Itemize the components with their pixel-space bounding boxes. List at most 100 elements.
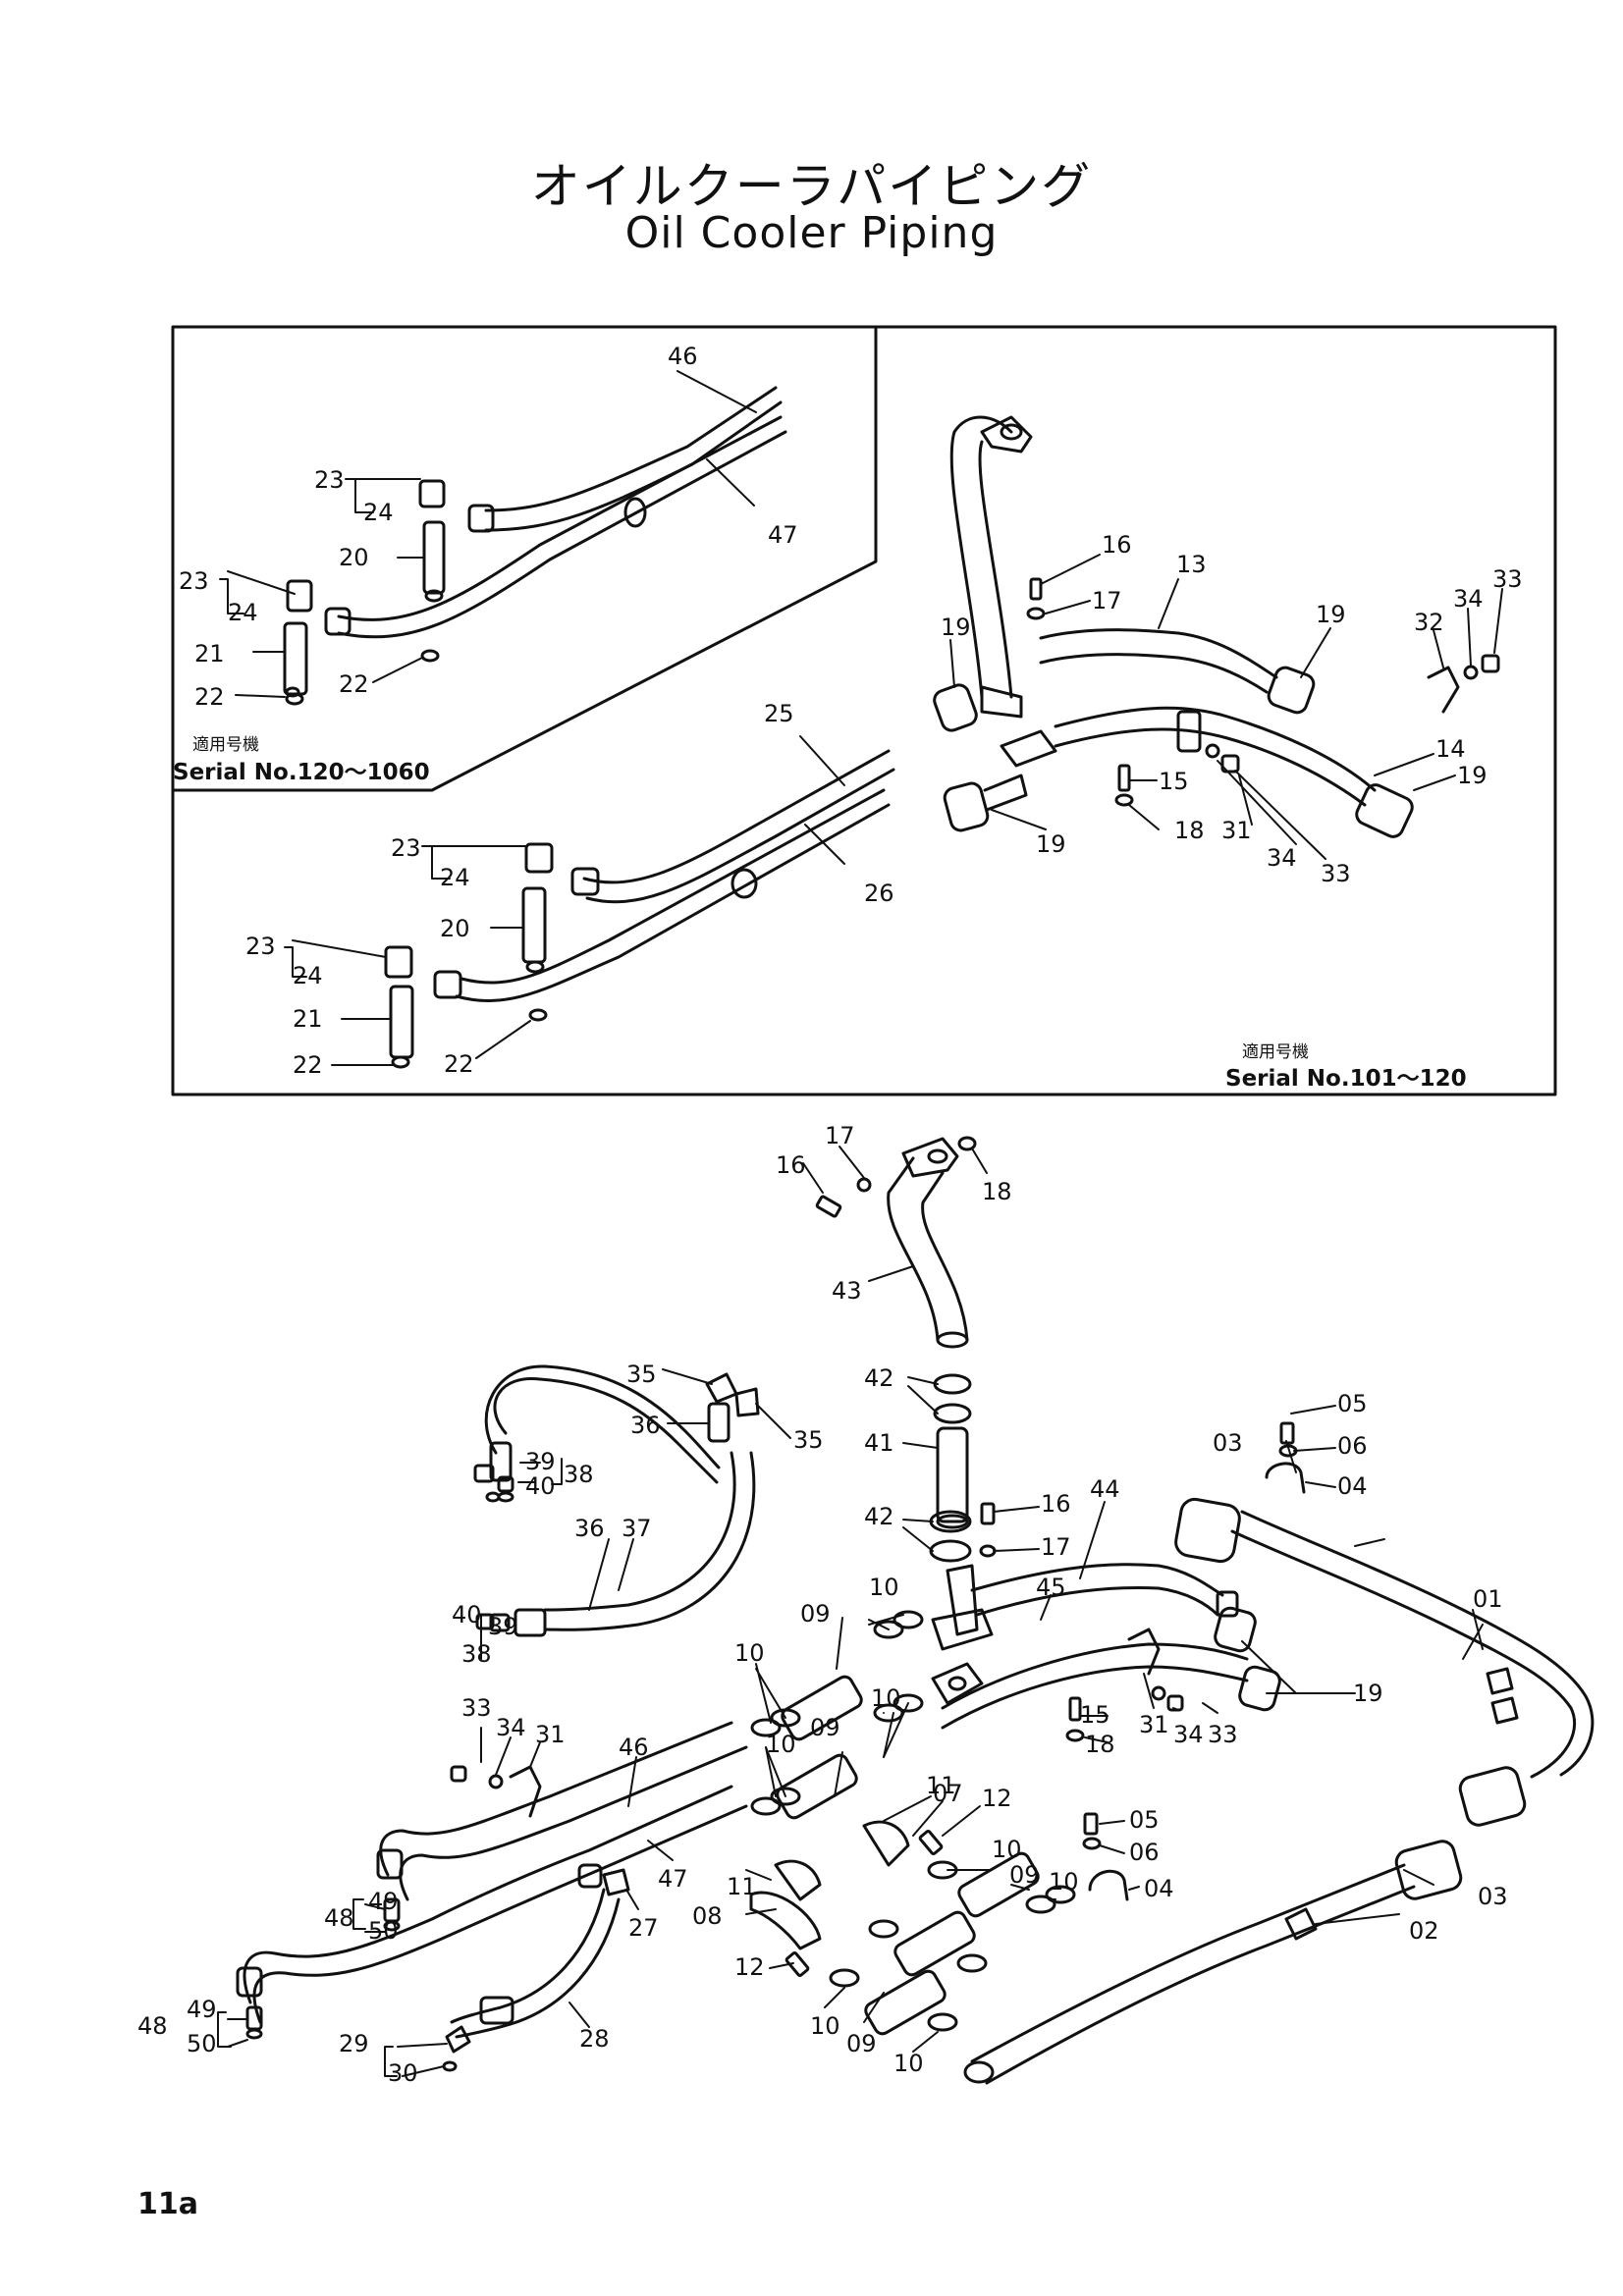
part-label-24: 24 [228, 599, 258, 626]
part-label-16: 16 [1102, 531, 1132, 559]
part-label-10: 10 [810, 2012, 840, 2040]
part-label-11: 11 [727, 1873, 757, 1900]
part-label-36: 36 [630, 1412, 661, 1439]
part-label-10: 10 [869, 1574, 899, 1601]
part-label-22: 22 [194, 683, 225, 711]
part-label-05: 05 [1129, 1806, 1160, 1834]
inset-upper-left-leaders [219, 370, 757, 698]
serial-range-upper: Serial No.120〜1060 [173, 760, 430, 785]
part-label-46: 46 [668, 343, 698, 370]
part-label-21: 21 [293, 1005, 323, 1033]
part-label-37: 37 [622, 1515, 652, 1542]
part-label-47: 47 [658, 1865, 688, 1893]
part-label-09: 09 [810, 1714, 840, 1741]
part-label-10: 10 [766, 1731, 796, 1758]
part-label-41: 41 [864, 1429, 894, 1457]
part-label-39: 39 [488, 1613, 518, 1640]
part-label-42: 42 [864, 1503, 894, 1530]
part-label-19: 19 [1036, 830, 1066, 858]
part-label-23: 23 [391, 834, 421, 862]
part-label-20: 20 [440, 915, 470, 942]
part-label-31: 31 [535, 1721, 566, 1748]
part-label-11: 11 [926, 1772, 956, 1799]
part-label-33: 33 [1208, 1721, 1238, 1748]
part-label-03: 03 [1213, 1429, 1243, 1457]
part-label-30: 30 [388, 2059, 418, 2087]
part-label-05: 05 [1337, 1390, 1368, 1417]
inset-lower-assembly [384, 415, 1500, 1069]
part-label-40: 40 [525, 1472, 556, 1500]
part-label-34: 34 [496, 1714, 526, 1741]
part-label-38: 38 [461, 1640, 492, 1668]
part-label-34: 34 [1267, 844, 1297, 872]
part-label-23: 23 [314, 466, 345, 494]
main-assembly [236, 1136, 1595, 2085]
part-label-18: 18 [1174, 817, 1205, 844]
part-label-18: 18 [982, 1178, 1012, 1205]
part-label-28: 28 [579, 2025, 610, 2053]
part-label-16: 16 [1041, 1490, 1071, 1518]
part-label-17: 17 [825, 1122, 855, 1149]
part-label-09: 09 [846, 2030, 877, 2057]
serial-range-lower: Serial No.101〜120 [1225, 1066, 1467, 1092]
part-label-49: 49 [368, 1888, 399, 1915]
part-label-10: 10 [992, 1836, 1022, 1863]
main-leaders [217, 1146, 1484, 2077]
part-label-48: 48 [324, 1904, 354, 1932]
part-label-04: 04 [1337, 1472, 1368, 1500]
part-label-34: 34 [1453, 585, 1484, 613]
part-label-22: 22 [339, 670, 369, 698]
part-label-03: 03 [1478, 1883, 1508, 1910]
part-label-49: 49 [187, 1996, 217, 2023]
page-title-japanese: オイルクーラパイピング [530, 158, 1093, 215]
part-label-19: 19 [941, 614, 971, 641]
part-label-40: 40 [452, 1601, 482, 1629]
part-label-50: 50 [187, 2030, 217, 2057]
inset-lower-labels: 25 26 23 24 20 23 24 21 22 22 16 17 13 1… [245, 531, 1523, 1079]
part-label-39: 39 [525, 1448, 556, 1475]
part-label-15: 15 [1080, 1701, 1110, 1729]
part-label-47: 47 [768, 521, 798, 549]
part-label-06: 06 [1337, 1432, 1368, 1460]
part-label-19: 19 [1457, 762, 1488, 789]
part-label-29: 29 [339, 2030, 369, 2057]
part-label-48: 48 [137, 2012, 168, 2040]
part-label-25: 25 [764, 700, 794, 727]
part-label-09: 09 [1009, 1861, 1040, 1889]
page-number: 11a [137, 2187, 198, 2221]
part-label-16: 16 [776, 1151, 806, 1179]
part-label-42: 42 [864, 1364, 894, 1392]
part-label-13: 13 [1176, 551, 1207, 578]
part-label-10: 10 [871, 1684, 901, 1712]
part-label-43: 43 [832, 1277, 862, 1305]
part-label-44: 44 [1090, 1475, 1120, 1503]
part-label-07: 07 [933, 1780, 963, 1807]
part-label-10: 10 [1049, 1868, 1079, 1896]
part-label-38: 38 [564, 1461, 594, 1488]
part-label-26: 26 [864, 880, 894, 907]
inset-frame [171, 325, 1557, 1096]
part-label-21: 21 [194, 640, 225, 667]
part-label-35: 35 [626, 1361, 657, 1388]
inset-upper-left-labels: 46 47 23 24 20 23 24 21 22 22 [179, 343, 798, 711]
main-labels: 17 16 18 43 35 36 35 39 38 40 42 41 42 1… [137, 1122, 1508, 2087]
part-label-08: 08 [692, 1902, 723, 1930]
part-label-31: 31 [1221, 817, 1252, 844]
part-label-23: 23 [179, 567, 209, 595]
part-label-36: 36 [574, 1515, 605, 1542]
part-label-14: 14 [1435, 735, 1466, 763]
part-label-50: 50 [368, 1917, 399, 1945]
part-label-33: 33 [461, 1694, 492, 1722]
part-label-46: 46 [619, 1734, 649, 1761]
part-label-19: 19 [1316, 601, 1346, 628]
part-label-12: 12 [734, 1953, 765, 1981]
part-label-31: 31 [1139, 1711, 1169, 1738]
part-label-15: 15 [1159, 768, 1189, 795]
part-label-06: 06 [1129, 1839, 1160, 1866]
part-label-19: 19 [1353, 1680, 1383, 1707]
part-label-20: 20 [339, 544, 369, 571]
part-label-10: 10 [893, 2050, 924, 2077]
part-label-17: 17 [1041, 1533, 1071, 1561]
page-title-english: Oil Cooler Piping [624, 208, 999, 258]
